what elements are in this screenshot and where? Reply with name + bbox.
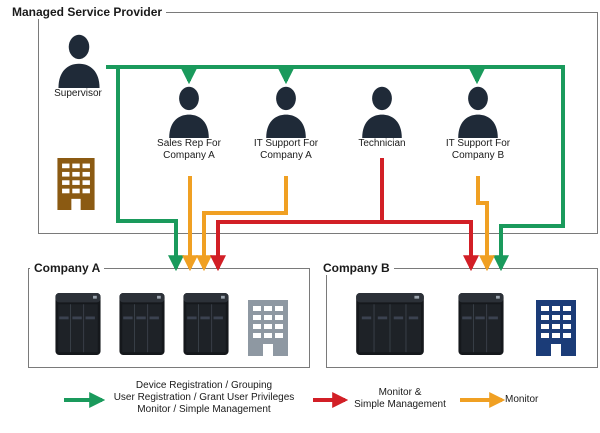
company-a-nas-device-icon-1 bbox=[54, 293, 102, 355]
legend-green-text: Device Registration / Grouping User Regi… bbox=[104, 380, 304, 416]
company-b-office-building-icon bbox=[536, 300, 576, 356]
company-a-title: Company A bbox=[30, 261, 105, 275]
company-b-nas-device-icon-1 bbox=[355, 293, 425, 355]
red-connectors bbox=[210, 158, 479, 272]
green-line-supervisor-to-company-a bbox=[116, 67, 184, 272]
orange-connectors bbox=[182, 176, 495, 272]
it-support-b-label-line-2: Company B bbox=[451, 150, 505, 161]
legend-orange-text: Monitor bbox=[505, 394, 539, 405]
red-line-technician-to-company-a bbox=[210, 220, 382, 272]
technician-person-icon bbox=[362, 86, 402, 138]
it-support-a-label: IT Support For Company A bbox=[241, 138, 331, 162]
legend-green-line-3: Monitor / Simple Management bbox=[137, 404, 271, 415]
company-a-nas-device-icon-2 bbox=[118, 293, 166, 355]
it-support-a-label-line-2: Company A bbox=[260, 150, 312, 161]
green-connectors bbox=[106, 65, 565, 272]
company-b-box bbox=[326, 268, 598, 368]
legend-green-line-2: User Registration / Grant User Privilege… bbox=[113, 392, 295, 403]
it-support-b-label-line-1: IT Support For bbox=[445, 138, 511, 149]
orange-line-it-support-b bbox=[476, 176, 495, 272]
legend-green-line-1: Device Registration / Grouping bbox=[135, 380, 273, 391]
legend-red-line-1: Monitor & bbox=[378, 387, 422, 398]
msp-title: Managed Service Provider bbox=[8, 5, 167, 19]
sales-rep-person-icon bbox=[169, 86, 209, 138]
legend-red-text: Monitor & Simple Management bbox=[344, 387, 456, 411]
it-support-a-person-icon bbox=[266, 86, 306, 138]
supervisor-label: Supervisor bbox=[54, 88, 102, 99]
green-line-supervisor-to-company-b bbox=[106, 65, 565, 272]
legend-red-line-2: Simple Management bbox=[354, 399, 446, 410]
sales-rep-label: Sales Rep For Company A bbox=[144, 138, 234, 162]
msp-office-building-icon bbox=[57, 158, 95, 210]
company-b-title: Company B bbox=[319, 261, 394, 275]
it-support-b-person-icon bbox=[458, 86, 498, 138]
company-b-nas-device-icon-2 bbox=[457, 293, 505, 355]
supervisor-person-icon bbox=[58, 34, 100, 88]
red-line-technician-to-company-b bbox=[380, 158, 479, 272]
orange-line-it-support-a bbox=[196, 176, 288, 272]
company-a-nas-device-icon-3 bbox=[182, 293, 230, 355]
sales-rep-label-line-2: Company A bbox=[163, 150, 215, 161]
company-a-office-building-icon bbox=[248, 300, 288, 356]
it-support-a-label-line-1: IT Support For bbox=[253, 138, 319, 149]
it-support-b-label: IT Support For Company B bbox=[433, 138, 523, 162]
sales-rep-label-line-1: Sales Rep For bbox=[157, 138, 221, 149]
technician-label: Technician bbox=[358, 138, 406, 149]
msp-box bbox=[38, 12, 598, 234]
